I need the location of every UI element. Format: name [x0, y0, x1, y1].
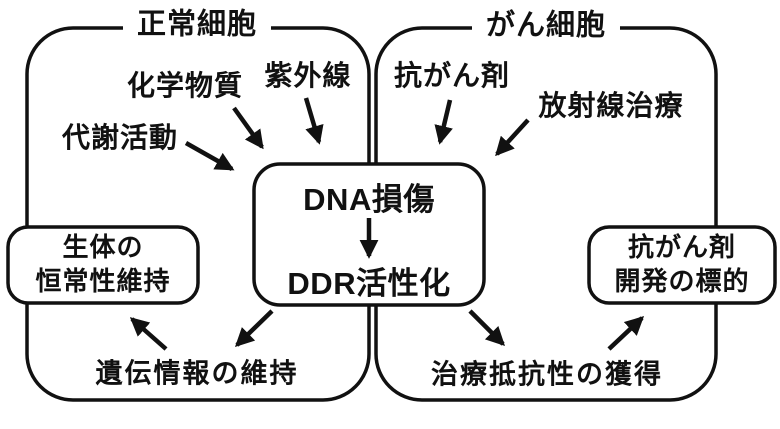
arrow-metabolism-to-dna-damage: [184, 141, 235, 171]
label-metabolic-activity: 代謝活動: [61, 121, 179, 153]
arrow-chemical-to-dna-damage: [232, 106, 264, 150]
label-anticancer-drug: 抗がん剤: [393, 59, 511, 91]
normal-cell-title: 正常細胞: [122, 8, 272, 42]
drug-target-box-line1: 抗がん剤: [627, 232, 737, 263]
label-treatment-resistance: 治療抵抗性の獲得: [431, 359, 663, 390]
label-chemical-substances: 化学物質: [126, 69, 244, 101]
drug-target-box: 抗がん剤 開発の標的: [614, 231, 749, 299]
arrow-genetic-maintenance-to-homeostasis: [129, 317, 168, 351]
arrow-uv-to-dna-damage: [303, 97, 324, 145]
label-genetic-info-maintenance: 遺伝情報の維持: [95, 358, 299, 389]
label-radiation-therapy: 放射線治療: [538, 89, 684, 121]
arrow-ddr-to-treatment-resistance: [468, 309, 506, 347]
arrow-radiation-to-dna-damage: [495, 118, 530, 157]
drug-target-box-shape: [587, 225, 777, 305]
arrow-anticancer-drug-to-dna-damage: [434, 99, 453, 145]
cancer-cell-title: がん細胞: [471, 9, 621, 43]
homeostasis-box-shape: [6, 225, 200, 305]
label-uv-rays: 紫外線: [264, 59, 352, 91]
drug-target-box-line2: 開発の標的: [614, 266, 750, 296]
dna-damage-label: DNA損傷: [303, 182, 435, 218]
homeostasis-box-line1: 生体の: [62, 232, 144, 263]
arrow-resistance-to-drug-target: [607, 316, 645, 351]
ddr-activation-label: DDR活性化: [287, 266, 451, 302]
homeostasis-box-line2: 恒常性維持: [35, 266, 171, 296]
homeostasis-box: 生体の 恒常性維持: [35, 231, 170, 299]
arrow-ddr-to-genetic-maintenance: [234, 309, 274, 347]
